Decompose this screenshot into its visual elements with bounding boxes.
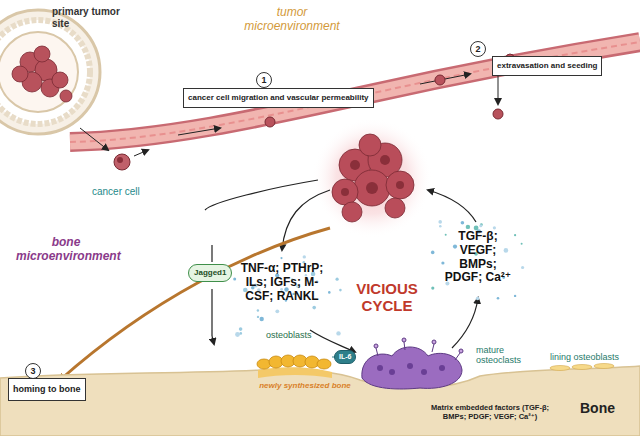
cell-label: osteoblasts [266, 330, 336, 340]
region-label: tumor microenvironment [232, 6, 352, 34]
node-text: Jagged1 [194, 268, 226, 278]
factor-dot [521, 243, 523, 245]
factor-dot [504, 248, 509, 253]
factor-dot [514, 295, 516, 297]
tissue-label: Bone [580, 400, 630, 416]
factor-dot [336, 331, 340, 335]
factor-dot [479, 224, 482, 227]
lining-osteoblasts [550, 364, 614, 371]
factor-list: TGF-β; VEGF; BMPs; PDGF; Ca²⁺ [442, 230, 514, 285]
factor-dot [497, 297, 500, 300]
factor-dot [339, 289, 342, 292]
callout-number: 3 [30, 366, 35, 377]
cancer-cell [80, 128, 148, 170]
factor-dot [328, 291, 331, 294]
factor-dot [240, 332, 243, 335]
matrix-note: Matrix embedded factors (TGF-β; BMPs; PD… [420, 404, 560, 421]
factor-dot [431, 251, 435, 255]
cell-label: newly synthesized bone [250, 381, 360, 390]
factor-dot [521, 266, 524, 269]
bone [0, 366, 640, 436]
factor-dot [257, 309, 259, 311]
callout-number: 3 [25, 363, 41, 379]
factor-dot [336, 278, 339, 281]
factor-dot [445, 234, 447, 236]
factor-dot [453, 245, 457, 249]
factor-dot [312, 306, 316, 310]
factor-dot [476, 297, 480, 301]
factor-dot [438, 220, 442, 224]
factor-dot [431, 287, 434, 290]
factor-dot [280, 257, 282, 259]
region-label: bone microenvironment [16, 236, 116, 264]
step-box: cancer cell migration and vascular perme… [183, 88, 374, 108]
signal-pill: IL-6 [334, 350, 356, 364]
node-text: homing to bone [13, 384, 81, 395]
osteoblasts [257, 355, 331, 369]
factor-dot [235, 332, 240, 337]
step-box: homing to bone [8, 378, 86, 401]
osteoclasts [362, 338, 463, 389]
factor-dot [260, 317, 264, 321]
factor-dot [439, 225, 442, 228]
factor-dot [441, 261, 444, 264]
metastatic-tumor [312, 118, 432, 238]
cell-label: mature osteoclasts [476, 345, 536, 366]
factor-dot [461, 221, 465, 225]
cycle-title: VICIOUS CYCLE [342, 280, 432, 315]
primary-tumor [0, 10, 100, 134]
cell-label: cancer cell [92, 186, 162, 198]
callout-number: 2 [475, 44, 480, 55]
factor-dot [257, 316, 259, 318]
site-label: primary tumor site [52, 6, 122, 29]
node-text: extravasation and seeding [497, 61, 597, 71]
factor-dot [493, 226, 496, 229]
step-box: extravasation and seeding [492, 56, 602, 76]
signal-pill: Jagged1 [188, 264, 232, 282]
node-text: IL-6 [339, 353, 351, 361]
factor-dot [303, 255, 306, 258]
callout-number: 1 [256, 72, 272, 88]
node-text: cancer cell migration and vascular perme… [188, 93, 369, 103]
factor-dot [233, 278, 236, 281]
factor-dot [466, 225, 470, 229]
cell-label: lining osteoblasts [550, 352, 638, 362]
factor-dot [275, 309, 279, 313]
callout-number: 1 [261, 75, 266, 86]
factor-dot [239, 327, 243, 331]
callout-number: 2 [470, 41, 486, 57]
factor-list: TNF-α; PTHrP; ILs; IGFs; M-CSF; RANKL [238, 262, 326, 303]
factor-dot [514, 234, 516, 236]
